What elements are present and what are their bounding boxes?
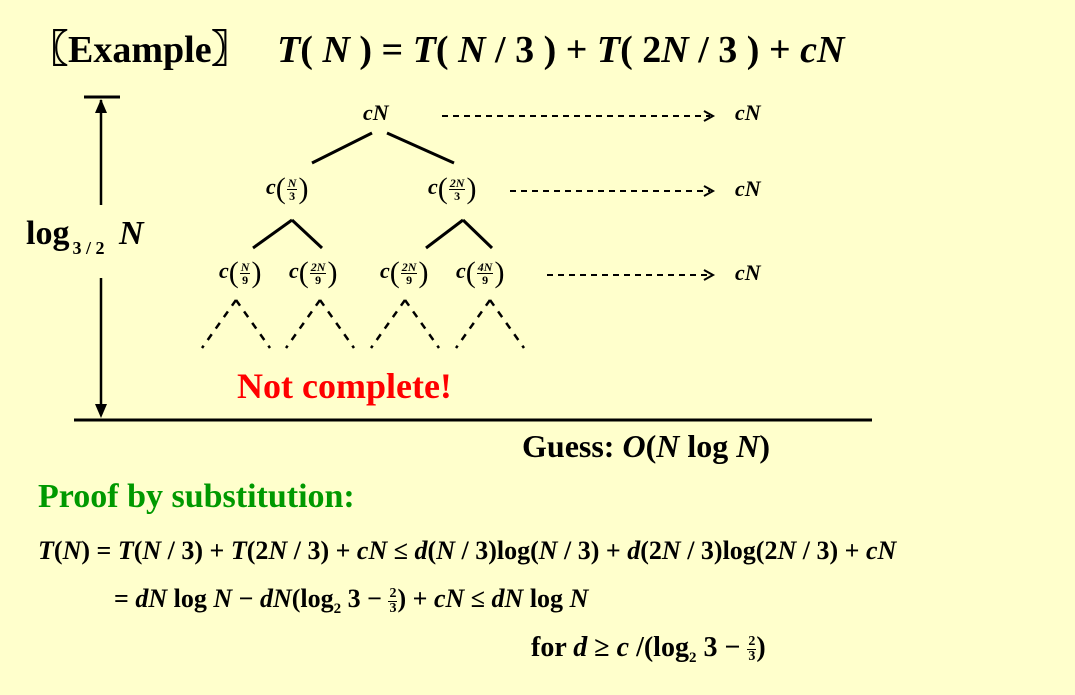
row-sum-level1: cN [735, 176, 761, 201]
row-sum-level0: cN [735, 100, 761, 125]
example-bracket-label: 〖Example〗 [30, 29, 250, 71]
proof-heading: Proof by substitution: [38, 478, 355, 515]
recurrence-formula: T( N ) = T( N / 3 ) + T( 2N / 3 ) + cN [277, 29, 845, 71]
tree-root-node: cN [363, 100, 389, 125]
row-sum-level2: cN [735, 260, 761, 285]
example-title: 〖Example〗 T( N ) = T( N / 3 ) + T( 2N / … [30, 18, 844, 73]
not-complete-note: Not complete! [237, 366, 452, 406]
proof-line-1: T(N) = T(N / 3) + T(2N / 3) + cN ≤ d(N /… [38, 536, 897, 565]
guess-label: Guess: O(N log N) [522, 428, 770, 464]
